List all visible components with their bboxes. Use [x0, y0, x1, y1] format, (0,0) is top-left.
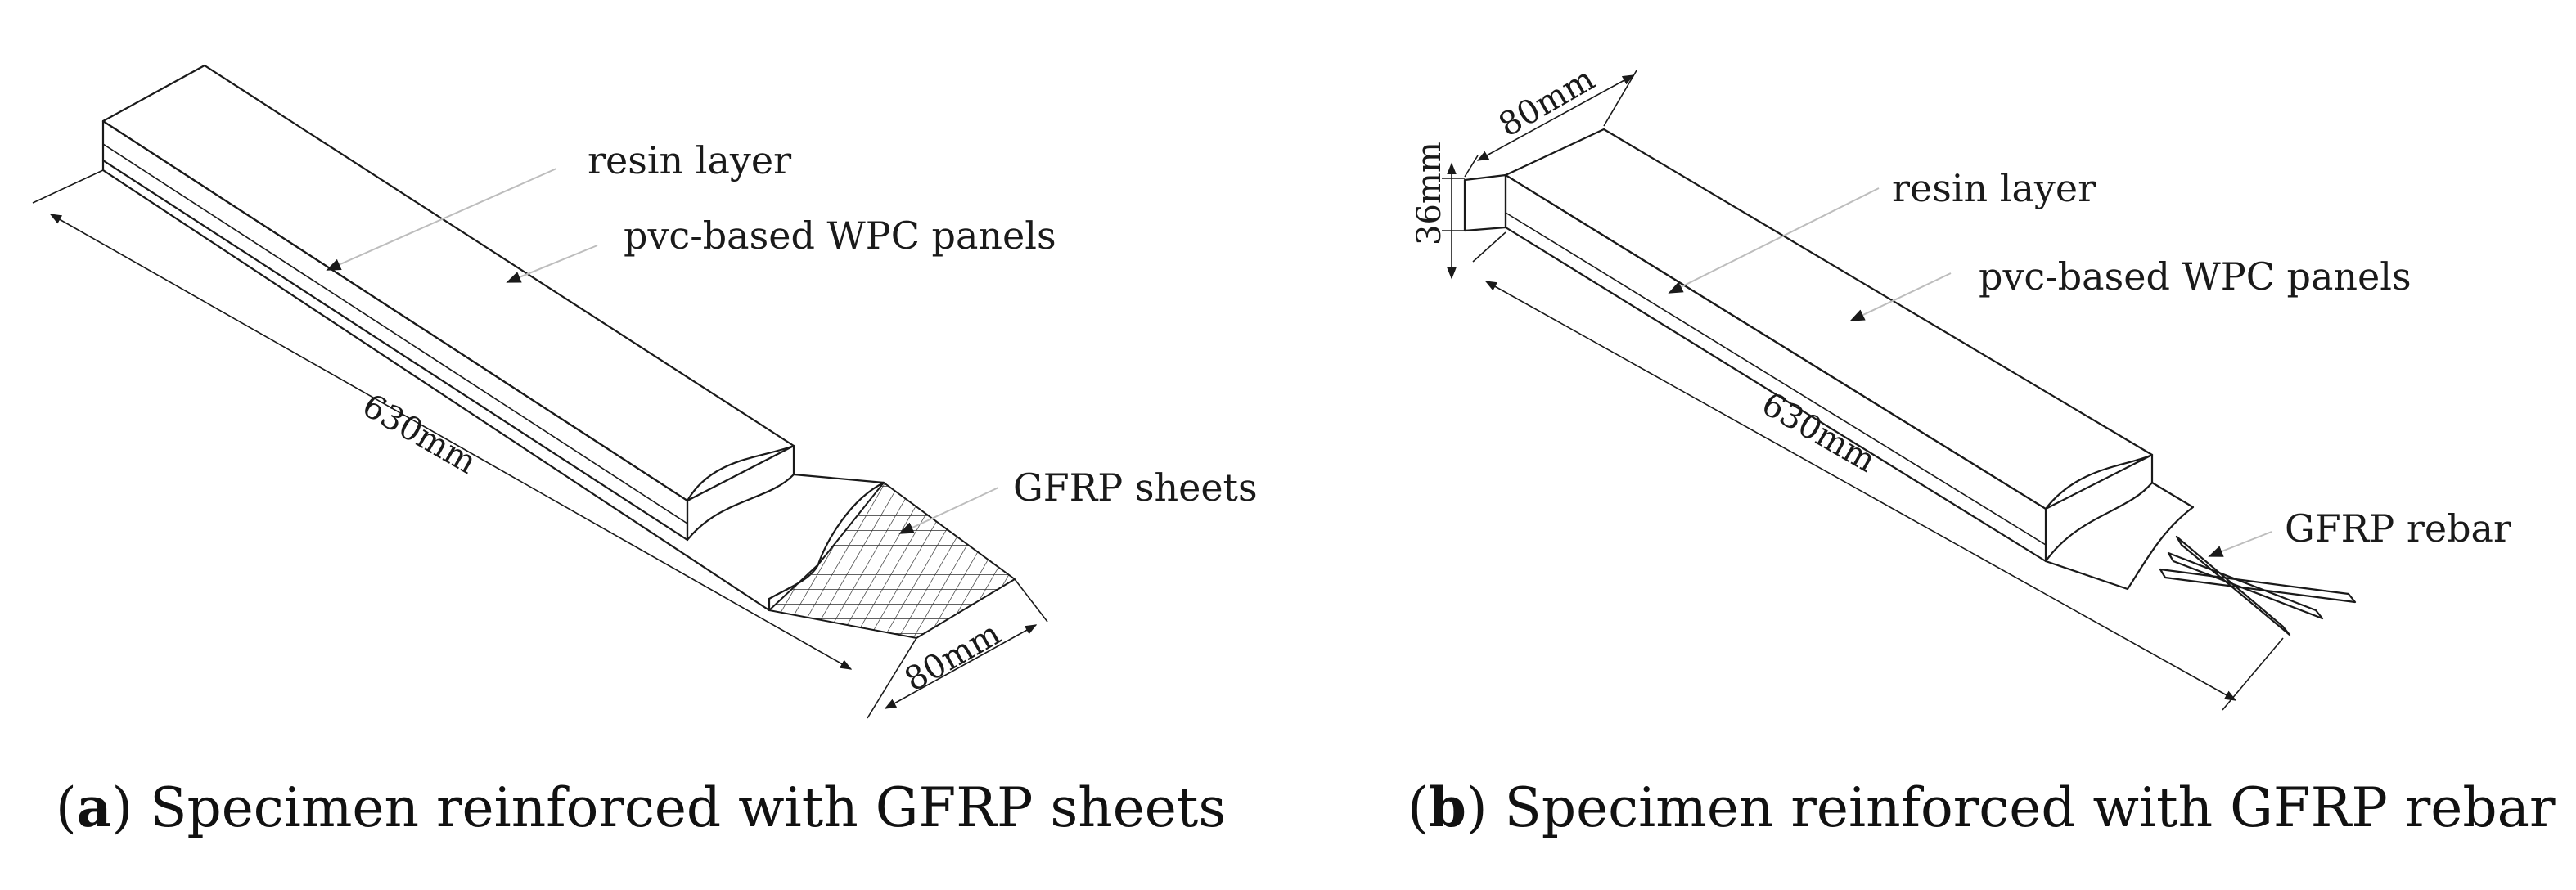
- panel-a-dim-length: 630mm: [356, 387, 483, 482]
- panel-b-dim-ext4: [1442, 178, 1465, 231]
- panel-b-leader-resin: [1668, 187, 1880, 294]
- panel-b-rebars: [2159, 535, 2357, 636]
- caption-a-text: Specimen reinforced with GFRP sheets: [150, 776, 1227, 839]
- panel-a-leader-resin: [326, 168, 557, 271]
- panel-a-label-panels: pvc-based WPC panels: [624, 214, 1056, 258]
- panel-a-label-resin: resin layer: [588, 138, 791, 182]
- panel-b-dim-height: 36mm: [1411, 142, 1448, 245]
- panel-a-dim-ext1: [32, 169, 104, 204]
- panel-b-leader-gfrp: [2208, 531, 2272, 557]
- panel-b-end-box: [1463, 173, 1507, 232]
- panel-a-leader-gfrp: [898, 487, 999, 534]
- panel-b-dim-ext2: [2222, 637, 2284, 711]
- panel-b-label-panels: pvc-based WPC panels: [1979, 254, 2412, 299]
- panel-b-diagram: [1442, 70, 2357, 711]
- caption-b: (b) Specimen reinforced with GFRP rebar: [1407, 775, 2556, 839]
- panel-b-dim-ext1: [1472, 231, 1506, 263]
- panel-b-dim-ext3: [1464, 70, 1637, 178]
- panel-a-dim-ext3: [1014, 578, 1048, 623]
- panel-a-label-gfrp: GFRP sheets: [1013, 465, 1258, 510]
- caption-a: (a) Specimen reinforced with GFRP sheets: [56, 775, 1227, 839]
- panel-b-dim-length-line: [1484, 281, 2237, 701]
- panel-b-leader-panels: [1849, 272, 1952, 321]
- panel-b-front-face: [1504, 173, 2047, 563]
- panel-a-gfrp-mesh: [767, 481, 1016, 640]
- panel-a-dim-width-line: [884, 624, 1038, 709]
- panel-a-dim-length-line: [49, 214, 853, 670]
- caption-b-letter: b: [1428, 775, 1466, 839]
- panel-b-label-resin: resin layer: [1892, 166, 2096, 210]
- panel-a-diagram: [32, 64, 1048, 719]
- panel-a-resin-line: [102, 143, 688, 524]
- panel-b-label-gfrp: GFRP rebar: [2285, 506, 2511, 551]
- panel-a-leader-panels: [506, 245, 598, 283]
- panel-a-front-face: [101, 119, 689, 542]
- caption-a-letter: a: [76, 775, 112, 839]
- panel-a-dim-ext2: [867, 637, 917, 719]
- panel-b-resin-line: [1505, 212, 2047, 546]
- panel-b-dim-width-line: [1476, 74, 1635, 161]
- caption-b-text: Specimen reinforced with GFRP rebar: [1504, 776, 2556, 839]
- panel-a-wavy-front: [686, 473, 795, 542]
